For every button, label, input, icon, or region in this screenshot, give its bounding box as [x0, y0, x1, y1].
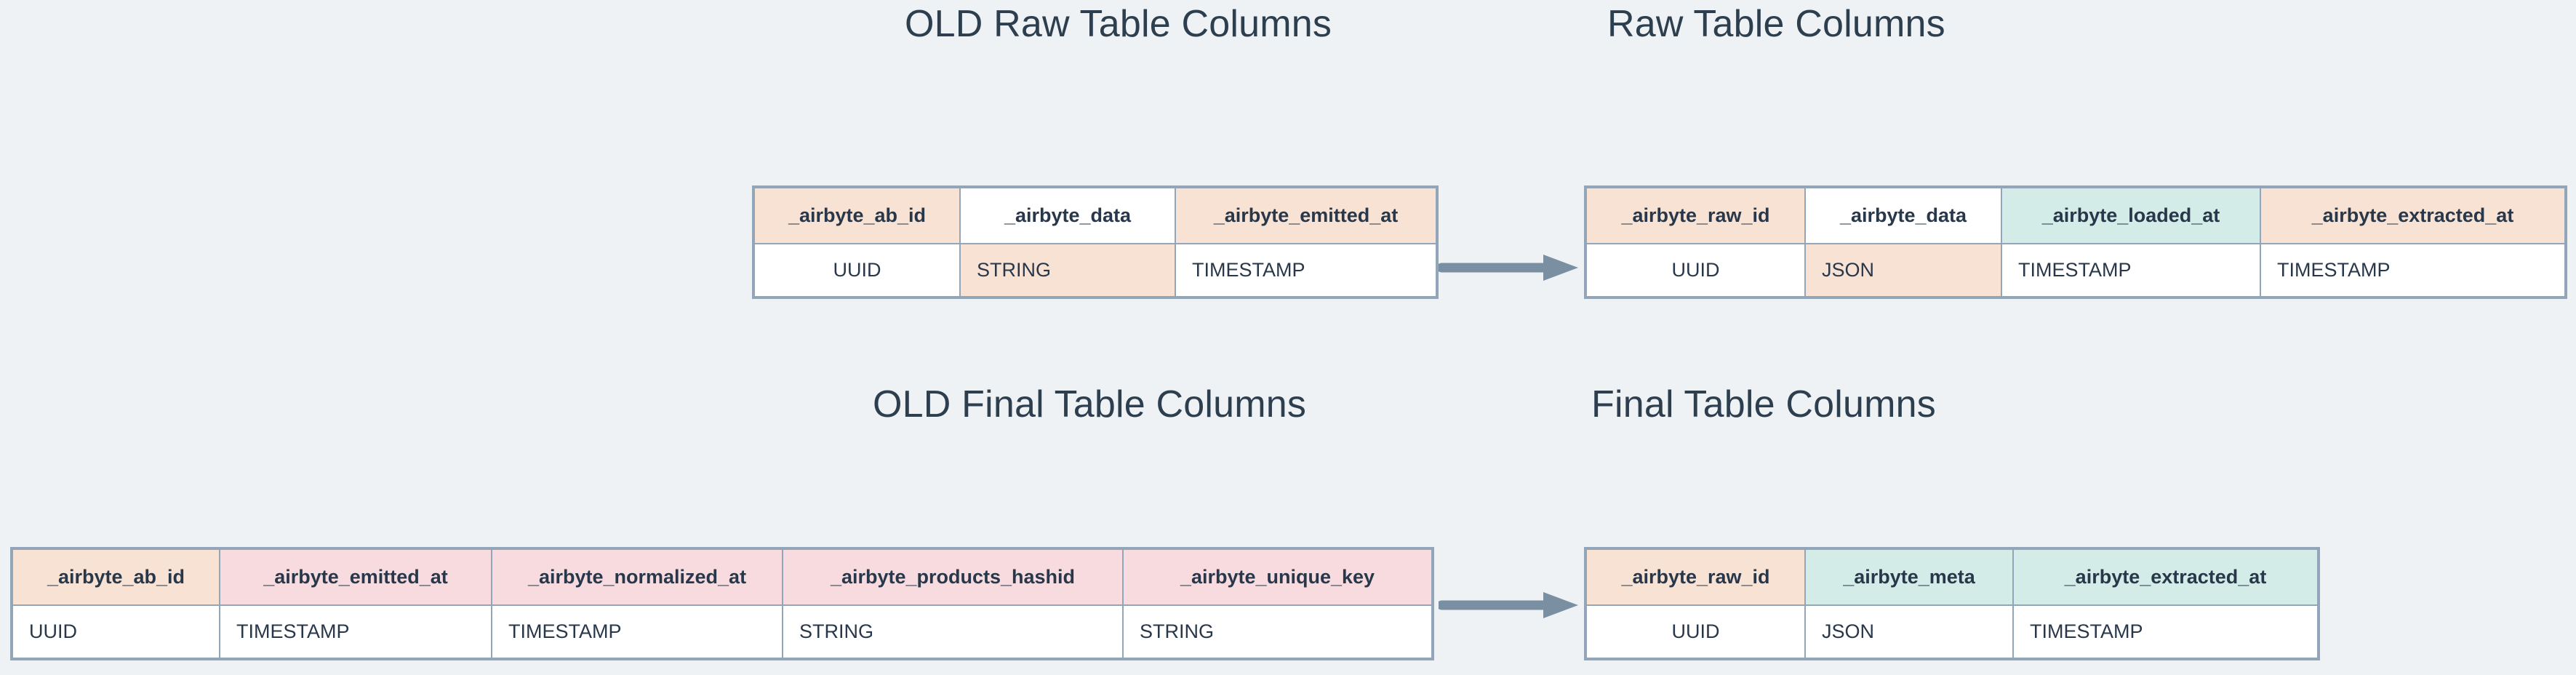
column-type-cell: TIMESTAMP	[2260, 243, 2567, 298]
column-header-cell: _airbyte_products_hashid	[782, 548, 1124, 606]
column-header-cell: _airbyte_emitted_at	[1175, 186, 1438, 244]
column-type-cell: TIMESTAMP	[2001, 243, 2261, 298]
column-type-cell: UUID	[11, 604, 220, 660]
column-type-cell: TIMESTAMP	[1175, 243, 1438, 298]
old-raw-table: _airbyte_ab_id _airbyte_data _airbyte_em…	[752, 185, 1439, 299]
column-header-cell: _airbyte_ab_id	[753, 186, 961, 244]
column-type-cell: TIMESTAMP	[219, 604, 492, 660]
final-table-title: Final Table Columns	[1591, 383, 1936, 426]
old-raw-table-title: OLD Raw Table Columns	[905, 3, 1332, 45]
table-row: UUID STRING TIMESTAMP	[753, 243, 1438, 298]
old-final-table: _airbyte_ab_id _airbyte_emitted_at _airb…	[10, 547, 1434, 660]
table-row: UUID JSON TIMESTAMP	[1585, 604, 2319, 660]
column-type-cell: TIMESTAMP	[491, 604, 783, 660]
final-migration-arrow	[1439, 592, 1578, 618]
column-type-cell: STRING	[959, 243, 1176, 298]
column-header-cell: _airbyte_extracted_at	[2012, 548, 2319, 606]
table-row: UUID JSON TIMESTAMP TIMESTAMP	[1585, 243, 2567, 298]
column-header-cell: _airbyte_data	[1804, 186, 2002, 244]
table-header-row: _airbyte_ab_id _airbyte_data _airbyte_em…	[753, 186, 1438, 244]
raw-table: _airbyte_raw_id _airbyte_data _airbyte_l…	[1584, 185, 2567, 299]
column-type-cell: TIMESTAMP	[2012, 604, 2319, 660]
old-final-table-title: OLD Final Table Columns	[873, 383, 1307, 426]
final-table: _airbyte_raw_id _airbyte_meta _airbyte_e…	[1584, 547, 2320, 660]
column-type-cell: JSON	[1804, 243, 2002, 298]
table-header-row: _airbyte_ab_id _airbyte_emitted_at _airb…	[11, 548, 1433, 606]
column-header-cell: _airbyte_unique_key	[1122, 548, 1433, 606]
column-type-cell: UUID	[1585, 604, 1806, 660]
column-header-cell: _airbyte_data	[959, 186, 1176, 244]
column-type-cell: UUID	[753, 243, 961, 298]
column-header-cell: _airbyte_ab_id	[11, 548, 220, 606]
raw-migration-arrow	[1439, 255, 1578, 281]
column-header-cell: _airbyte_raw_id	[1585, 548, 1806, 606]
table-header-row: _airbyte_raw_id _airbyte_meta _airbyte_e…	[1585, 548, 2319, 606]
column-header-cell: _airbyte_loaded_at	[2001, 186, 2261, 244]
column-type-cell: STRING	[782, 604, 1124, 660]
column-header-cell: _airbyte_meta	[1804, 548, 2014, 606]
column-header-cell: _airbyte_emitted_at	[219, 548, 492, 606]
column-header-cell: _airbyte_normalized_at	[491, 548, 783, 606]
column-header-cell: _airbyte_extracted_at	[2260, 186, 2567, 244]
raw-table-title: Raw Table Columns	[1607, 3, 1945, 45]
column-type-cell: UUID	[1585, 243, 1806, 298]
table-row: UUID TIMESTAMP TIMESTAMP STRING STRING	[11, 604, 1433, 660]
column-type-cell: STRING	[1122, 604, 1433, 660]
column-type-cell: JSON	[1804, 604, 2014, 660]
table-header-row: _airbyte_raw_id _airbyte_data _airbyte_l…	[1585, 186, 2567, 244]
column-header-cell: _airbyte_raw_id	[1585, 186, 1806, 244]
